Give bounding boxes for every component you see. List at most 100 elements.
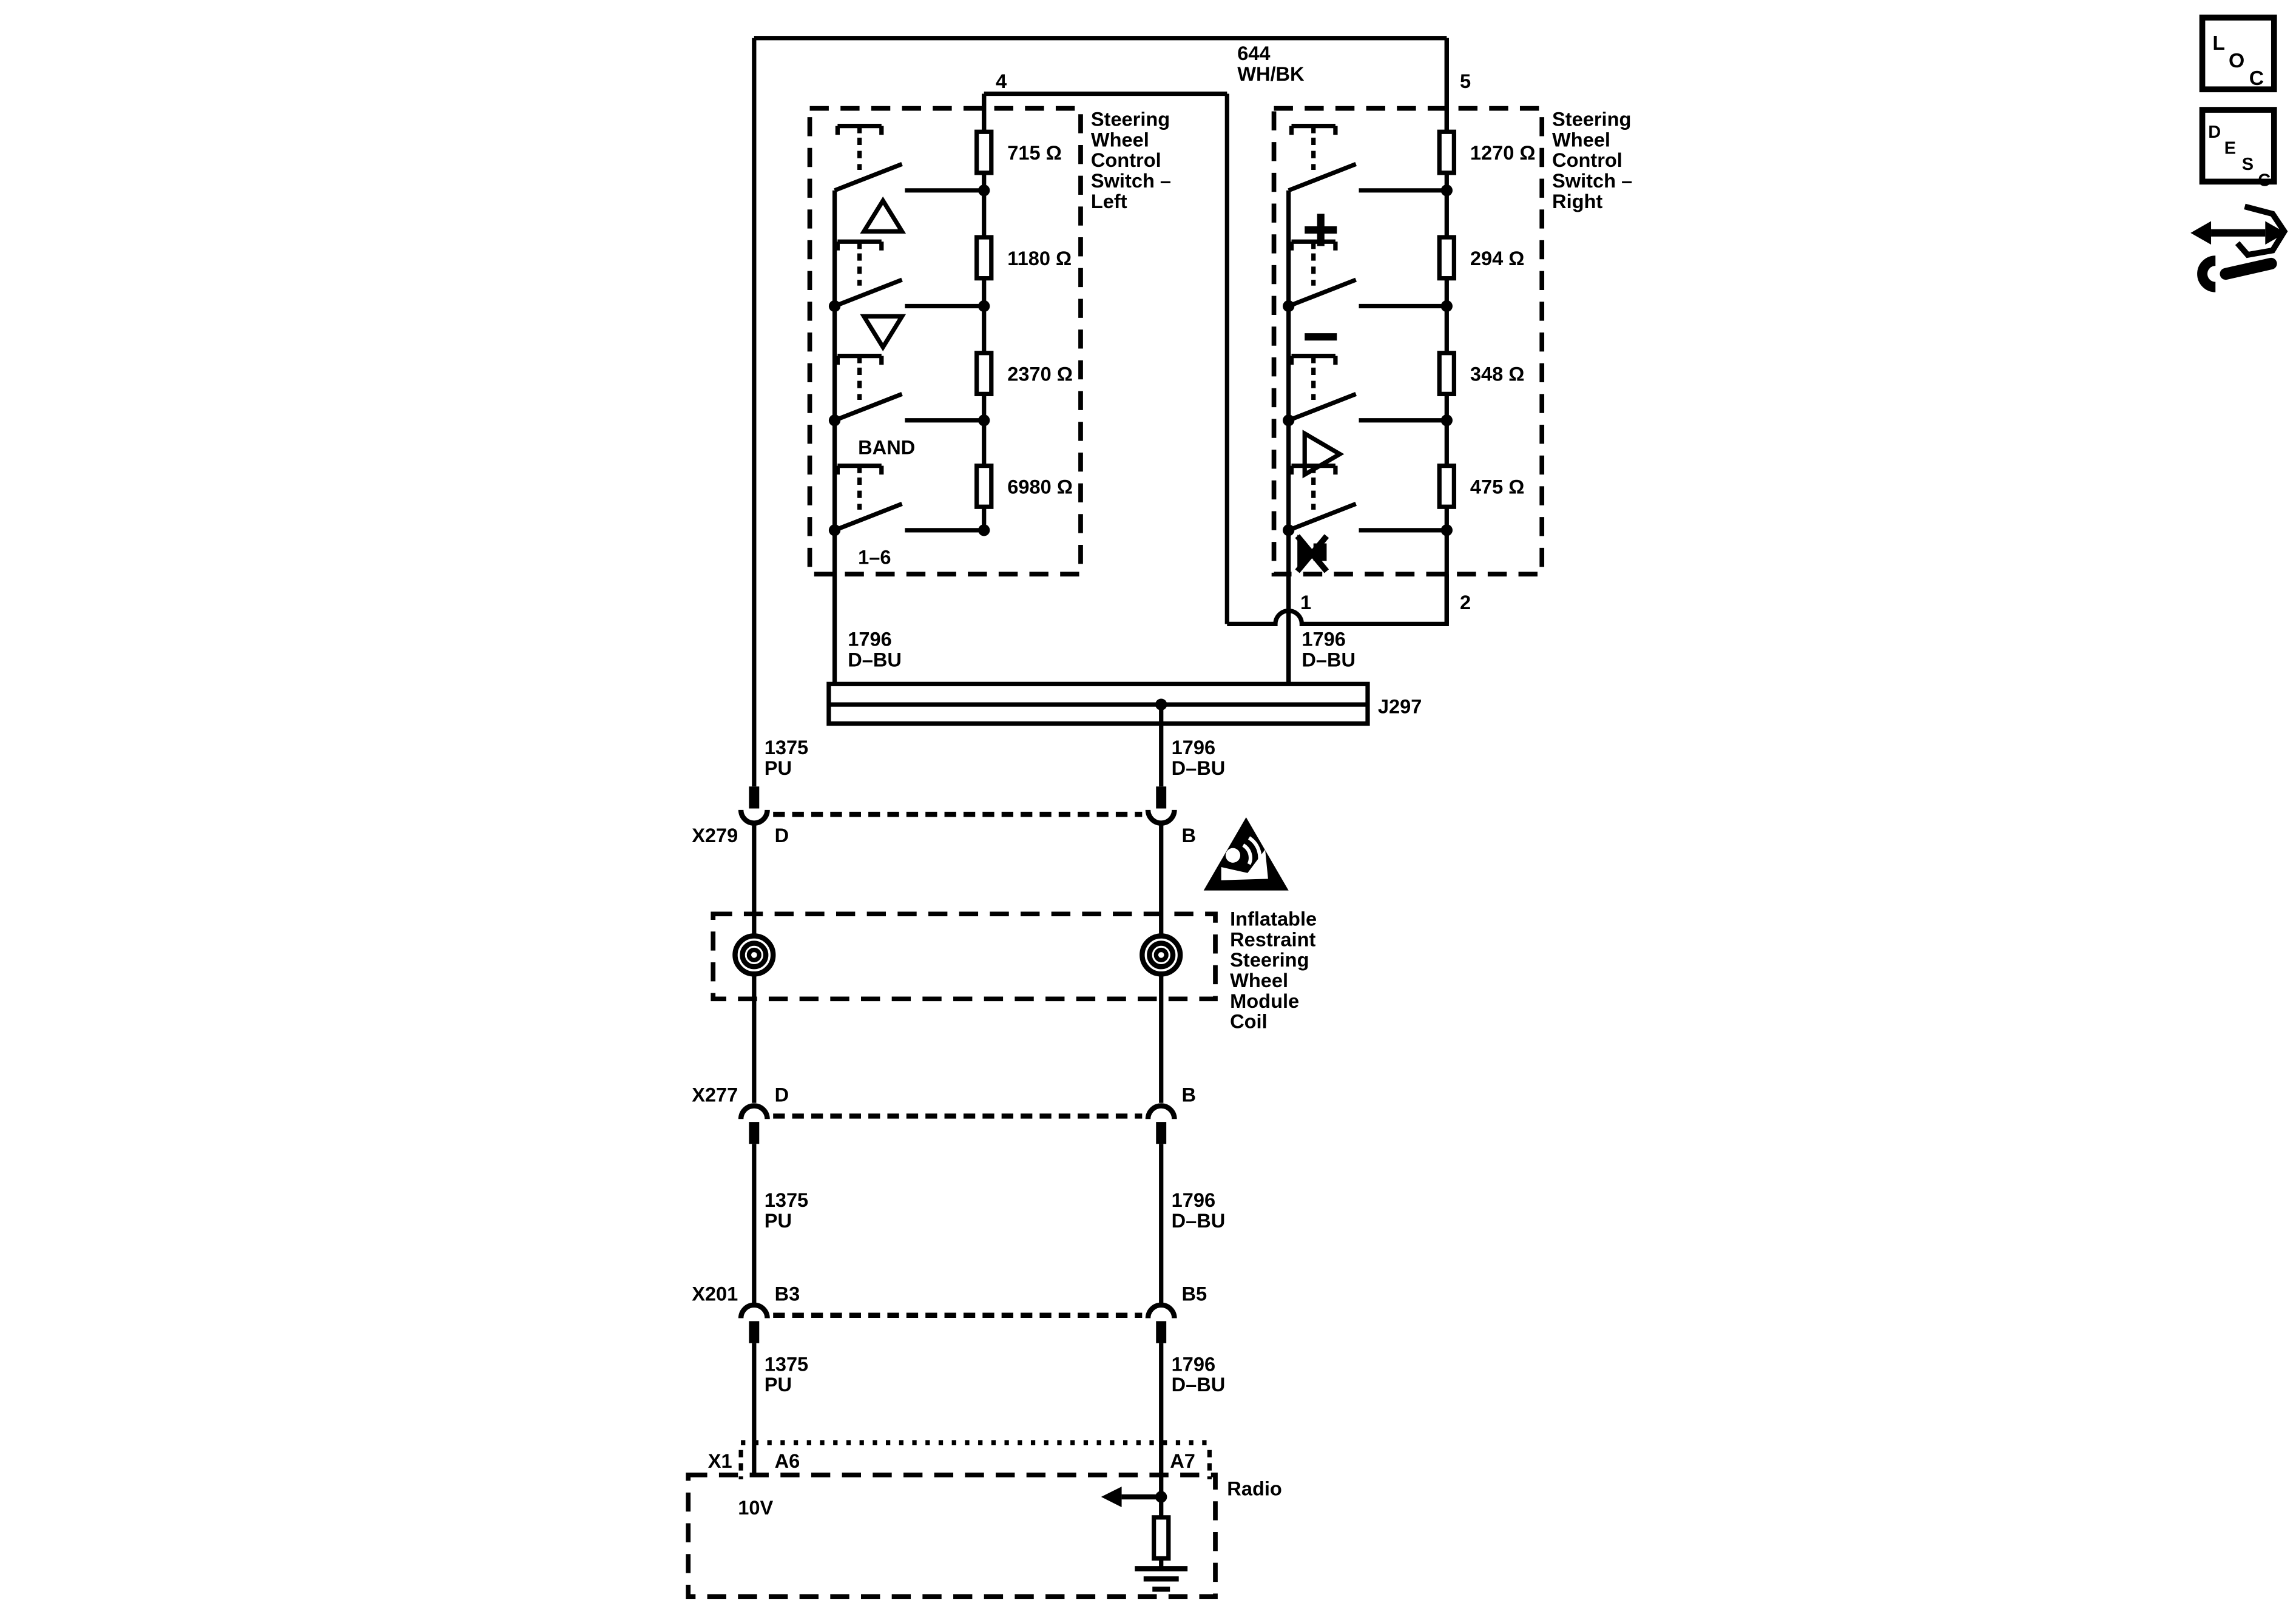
pin-label: B xyxy=(1182,1084,1197,1106)
pin-label: B5 xyxy=(1182,1283,1207,1305)
wire-label: D–BU xyxy=(1172,1210,1226,1232)
pin-label: B3 xyxy=(775,1283,800,1305)
volume-up-icon xyxy=(1305,214,1337,246)
left-switch-row-lines xyxy=(905,188,984,533)
svg-text:Control: Control xyxy=(1552,149,1622,171)
svg-text:Switch –: Switch – xyxy=(1552,170,1632,192)
resistor-1270-label: 1270 Ω xyxy=(1470,142,1536,164)
resistor-1270 xyxy=(1437,129,1456,175)
wire-label: PU xyxy=(765,757,792,779)
left-switch-title: Steering Wheel Control Switch – Left xyxy=(1091,109,1171,212)
loc-letter: C xyxy=(2249,67,2264,90)
wrench-jaw xyxy=(2197,255,2216,292)
wire-label: 1796 xyxy=(848,629,891,650)
wires-below-coil xyxy=(752,974,1164,1103)
wire-label: D–BU xyxy=(1172,757,1226,779)
clockspring-coil-left xyxy=(732,933,776,977)
svg-text:Steering: Steering xyxy=(1091,109,1170,130)
junction-dot xyxy=(978,524,990,536)
junction-dot xyxy=(978,300,990,312)
pin-label: B xyxy=(1182,825,1197,846)
right-switch-title: Steering Wheel Control Switch – Right xyxy=(1552,109,1632,212)
desc-letter: C xyxy=(2258,171,2271,191)
preset-1-6-label: 1–6 xyxy=(858,546,891,568)
wires-below-x201 xyxy=(752,1343,1164,1497)
connector-x277: X277 D B 1375 PU 1796 D–BU xyxy=(692,1084,1226,1304)
svg-text:Left: Left xyxy=(1091,191,1127,212)
right-switch-blades xyxy=(1288,161,1357,533)
desc-button[interactable]: D E S C xyxy=(2199,107,2277,191)
wire-644-label-num: 644 xyxy=(1237,42,1270,64)
desc-button-box[interactable] xyxy=(2199,107,2277,185)
svg-text:Module: Module xyxy=(1230,990,1299,1012)
resistor-348-label: 348 Ω xyxy=(1470,363,1525,385)
junction-dot xyxy=(1440,524,1453,536)
seek-up-icon xyxy=(860,196,907,234)
resistor-475-label: 475 Ω xyxy=(1470,476,1525,498)
svg-text:Steering: Steering xyxy=(1230,949,1309,971)
connector-x1: X1 A6 A7 xyxy=(708,1440,1212,1480)
tool-arrow-right-head xyxy=(2265,221,2286,245)
junction-dot xyxy=(1440,300,1453,312)
connector-x279: 1375 PU 1796 D–BU X279 D B xyxy=(692,737,1225,937)
radio-voltage-label: 10V xyxy=(738,1497,773,1519)
loc-button[interactable]: L O C xyxy=(2199,15,2277,93)
left-switch-pin4-label: 4 xyxy=(996,70,1007,92)
wire-label: 1796 xyxy=(1302,629,1345,650)
resistor-2370 xyxy=(974,351,994,396)
junction-dot xyxy=(828,414,841,427)
wire-label: PU xyxy=(765,1374,792,1396)
play-icon xyxy=(1302,430,1345,479)
resistor-475 xyxy=(1437,464,1456,509)
tool-arrow-left-head xyxy=(2190,221,2212,245)
svg-text:Wheel: Wheel xyxy=(1230,970,1288,991)
svg-text:Coil: Coil xyxy=(1230,1011,1268,1033)
left-switch-dashed-box xyxy=(807,106,1083,577)
loc-letter: O xyxy=(2229,49,2244,72)
resistor-6980 xyxy=(974,464,994,509)
wrench-handle xyxy=(2220,257,2277,280)
wire-label: D–BU xyxy=(848,649,902,670)
right-switch-dashed-box xyxy=(1271,106,1545,577)
terminal-stubs xyxy=(749,1321,1167,1343)
connector-x201: X201 B3 B5 1375 PU 1796 D–BU xyxy=(692,1283,1225,1497)
wires-below-x277 xyxy=(752,1144,1164,1304)
junction-dot xyxy=(1283,300,1295,312)
svg-text:Steering: Steering xyxy=(1552,109,1631,130)
wire-label: PU xyxy=(765,1210,792,1232)
resistor-348 xyxy=(1437,351,1456,396)
pin-label: D xyxy=(775,1084,789,1106)
wires-below-x279 xyxy=(752,823,1164,937)
resistor-715 xyxy=(974,129,994,175)
radio-module: Radio 10V xyxy=(686,1472,1282,1599)
junction-dot xyxy=(1283,524,1295,536)
terminal-socket-left xyxy=(738,809,770,826)
right-switch-pin2-label: 2 xyxy=(1460,592,1471,613)
connector-end-ticks xyxy=(738,1450,1212,1480)
resistor-294 xyxy=(1437,235,1456,281)
junction-dot xyxy=(978,184,990,197)
ground-icon xyxy=(1135,1566,1188,1592)
junction-dot xyxy=(828,300,841,312)
pin-label: A6 xyxy=(775,1450,800,1472)
junction-dot xyxy=(1440,414,1453,427)
pin-label: D xyxy=(775,825,789,846)
repair-tool-icon[interactable] xyxy=(2190,203,2288,292)
connector-id-label: X277 xyxy=(692,1084,738,1106)
left-switch-actuator-brackets xyxy=(835,123,884,475)
terminal-socket-right xyxy=(1145,809,1177,826)
seek-down-icon xyxy=(860,314,907,351)
splice-id-label: J297 xyxy=(1378,696,1422,718)
junction-dot xyxy=(1440,184,1453,197)
coil-dashed-box xyxy=(711,911,1218,1002)
right-switch-row-lines xyxy=(1359,188,1447,533)
srs-warning-icon xyxy=(1203,817,1289,891)
wire-label: 1796 xyxy=(1172,737,1215,758)
svg-text:Right: Right xyxy=(1552,191,1602,212)
loc-button-box[interactable] xyxy=(2199,15,2277,93)
wire-label: D–BU xyxy=(1172,1374,1226,1396)
pin-label: A7 xyxy=(1170,1450,1195,1472)
splice-j297: 1796 D–BU 1796 D–BU J297 xyxy=(826,574,1422,787)
radio-internal-resistor xyxy=(1152,1515,1171,1561)
